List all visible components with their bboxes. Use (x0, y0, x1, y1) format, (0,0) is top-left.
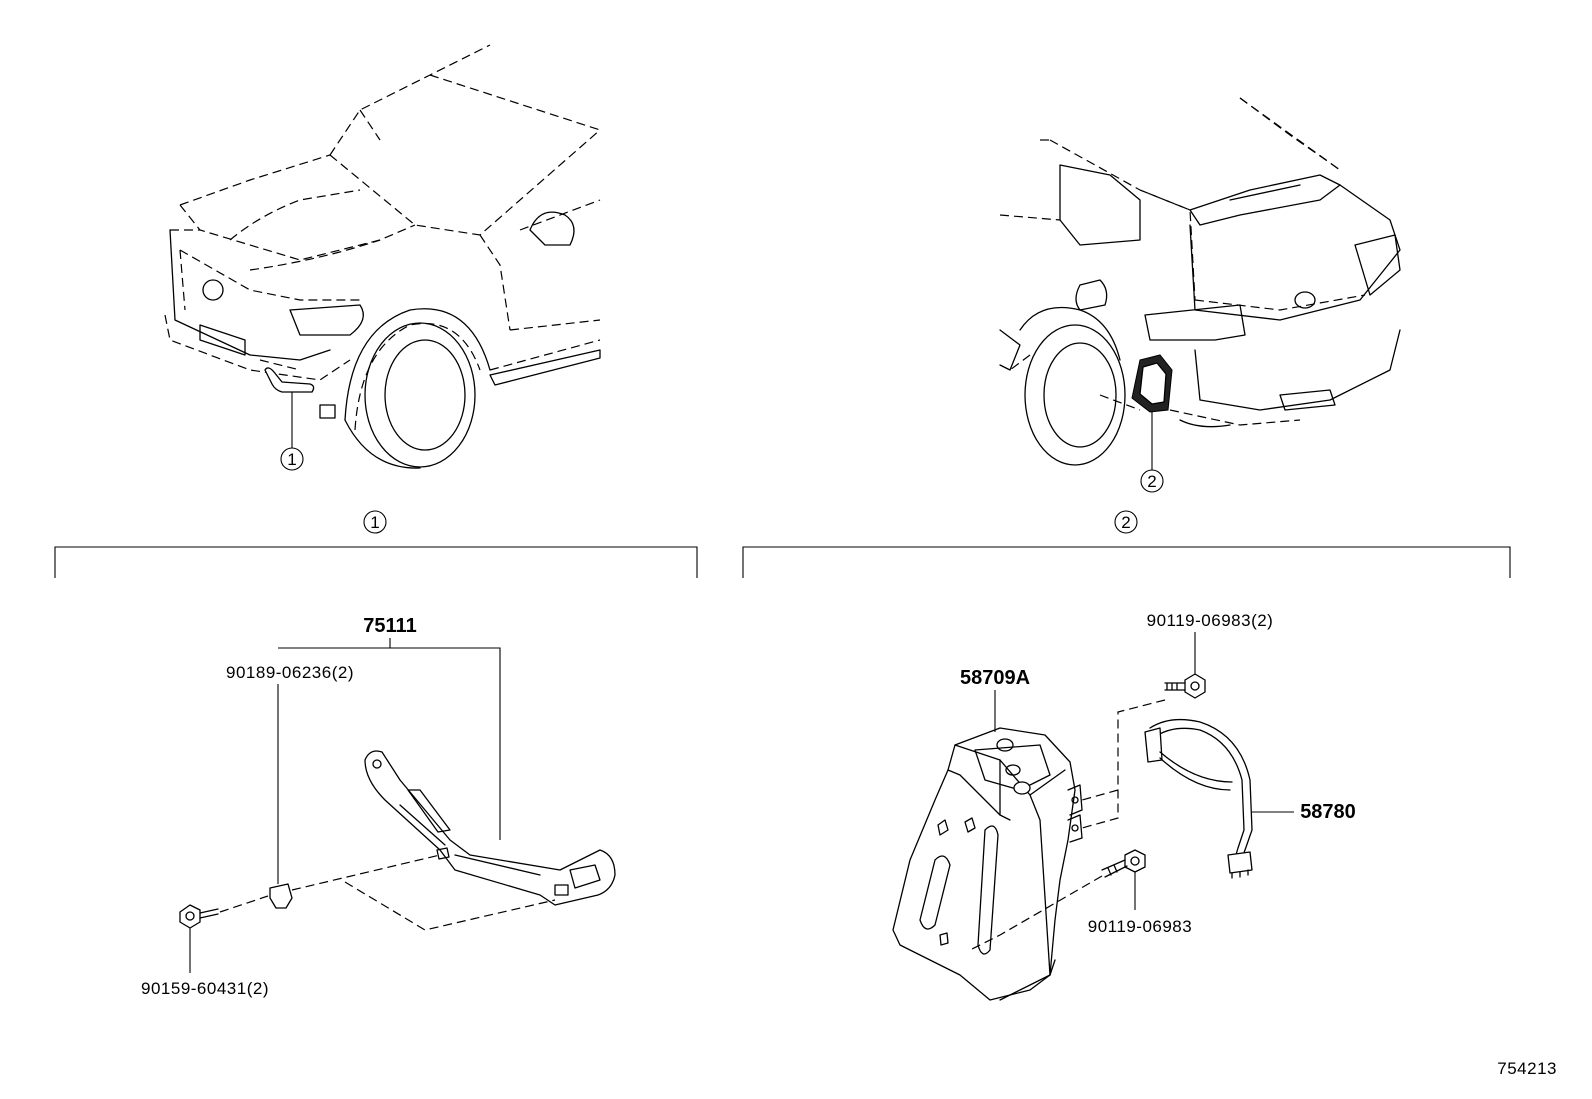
illustration-number: 754213 (1497, 1059, 1557, 1078)
section2-header: 2 (1121, 513, 1130, 532)
label-90189-06236: 90189-06236(2) (226, 663, 354, 682)
rear-callout-2: 2 (1147, 472, 1156, 491)
label-90119-06983: 90119-06983 (1088, 917, 1192, 936)
label-75111: 75111 (363, 615, 416, 637)
section2-bracket-line (742, 546, 1511, 578)
label-58780: 58780 (1300, 801, 1356, 823)
section2-header-circle (1114, 510, 1138, 534)
section1-header: 1 (370, 513, 379, 532)
front-vehicle-illustration (164, 44, 601, 471)
bolt-lower-drawing (969, 849, 1146, 951)
label-90159-60431: 90159-60431(2) (141, 979, 269, 998)
bolt-upper-drawing (1081, 632, 1206, 829)
label-90119-06983-2: 90119-06983(2) (1147, 611, 1274, 630)
section1-header-circle (363, 510, 387, 534)
rear-vehicle-illustration (999, 97, 1401, 493)
wire-harness-drawing (1144, 718, 1294, 879)
ecu-box-drawing (892, 690, 1083, 1001)
front-callout-1: 1 (287, 450, 296, 469)
tow-hook-bracket-drawing (179, 638, 616, 973)
section1-bracket-line (54, 546, 698, 578)
label-58709A: 58709A (960, 667, 1030, 689)
